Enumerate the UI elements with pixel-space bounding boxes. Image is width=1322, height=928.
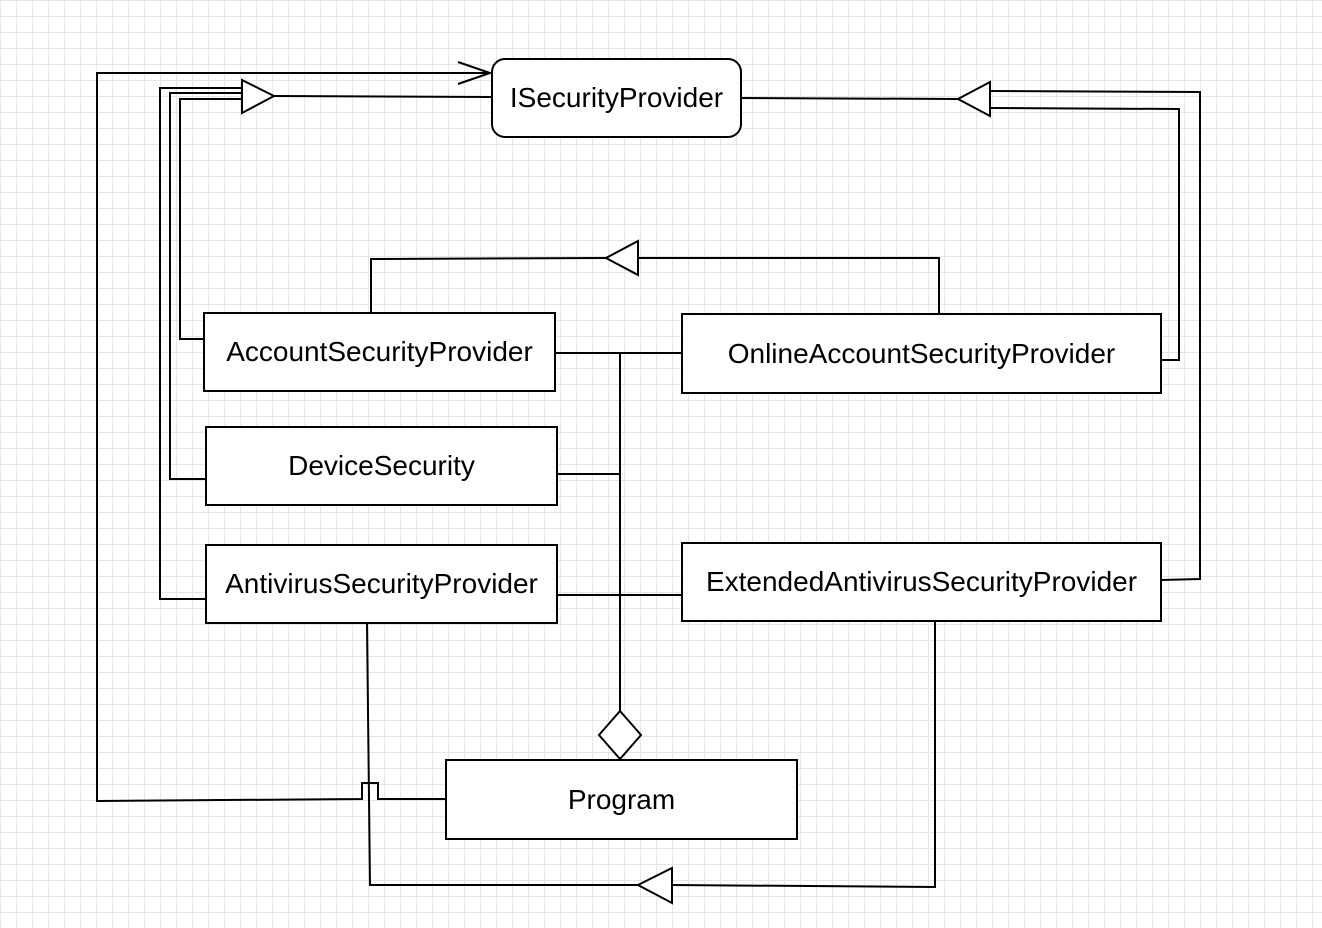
class-name-label: DeviceSecurity [288,450,475,481]
online-account-realization-line [989,107,1180,361]
account-generalization-stub [370,257,607,313]
isecurity-left-stub [273,95,493,98]
extended-antivirus-realization-line [989,90,1201,581]
antivirus-realization-line [159,87,242,600]
class-name-label: ExtendedAntivirusSecurityProvider [705,566,1138,597]
extended-antivirus-generalization-line [671,622,936,889]
realization-triangle-left [241,78,277,115]
class-onlineaccountsecurityprovider: OnlineAccountSecurityProvider [681,313,1162,394]
class-name-label: OnlineAccountSecurityProvider [727,337,1116,369]
open-arrowhead [457,61,494,85]
account-realization-line [179,98,242,340]
class-accountsecurityprovider: AccountSecurityProvider [203,312,556,392]
class-devicesecurity: DeviceSecurity [205,426,558,506]
antivirus-generalization-stub [366,623,638,886]
class-antivirussecurityprovider: AntivirusSecurityProvider [205,544,558,624]
program-to-isecurity-dependency-line [96,72,490,803]
isecurity-right-stub [739,97,959,100]
class-name-label: Program [567,783,676,815]
device-realization-line [169,92,242,480]
class-name-label: AntivirusSecurityProvider [225,568,538,599]
class-program: Program [445,759,798,840]
realization-triangle-right [955,80,991,118]
generalization-triangle-bottom [635,866,673,905]
online-account-generalization-line [638,257,940,314]
generalization-triangle-top [603,239,639,277]
class-name-label: AccountSecurityProvider [226,336,533,367]
class-name-label: ISecurityProvider [509,82,724,113]
aggregation-diamond [597,709,643,761]
class-isecurityprovider: ISecurityProvider [491,58,742,138]
class-extendedantivirussecurityprovider: ExtendedAntivirusSecurityProvider [681,542,1162,622]
